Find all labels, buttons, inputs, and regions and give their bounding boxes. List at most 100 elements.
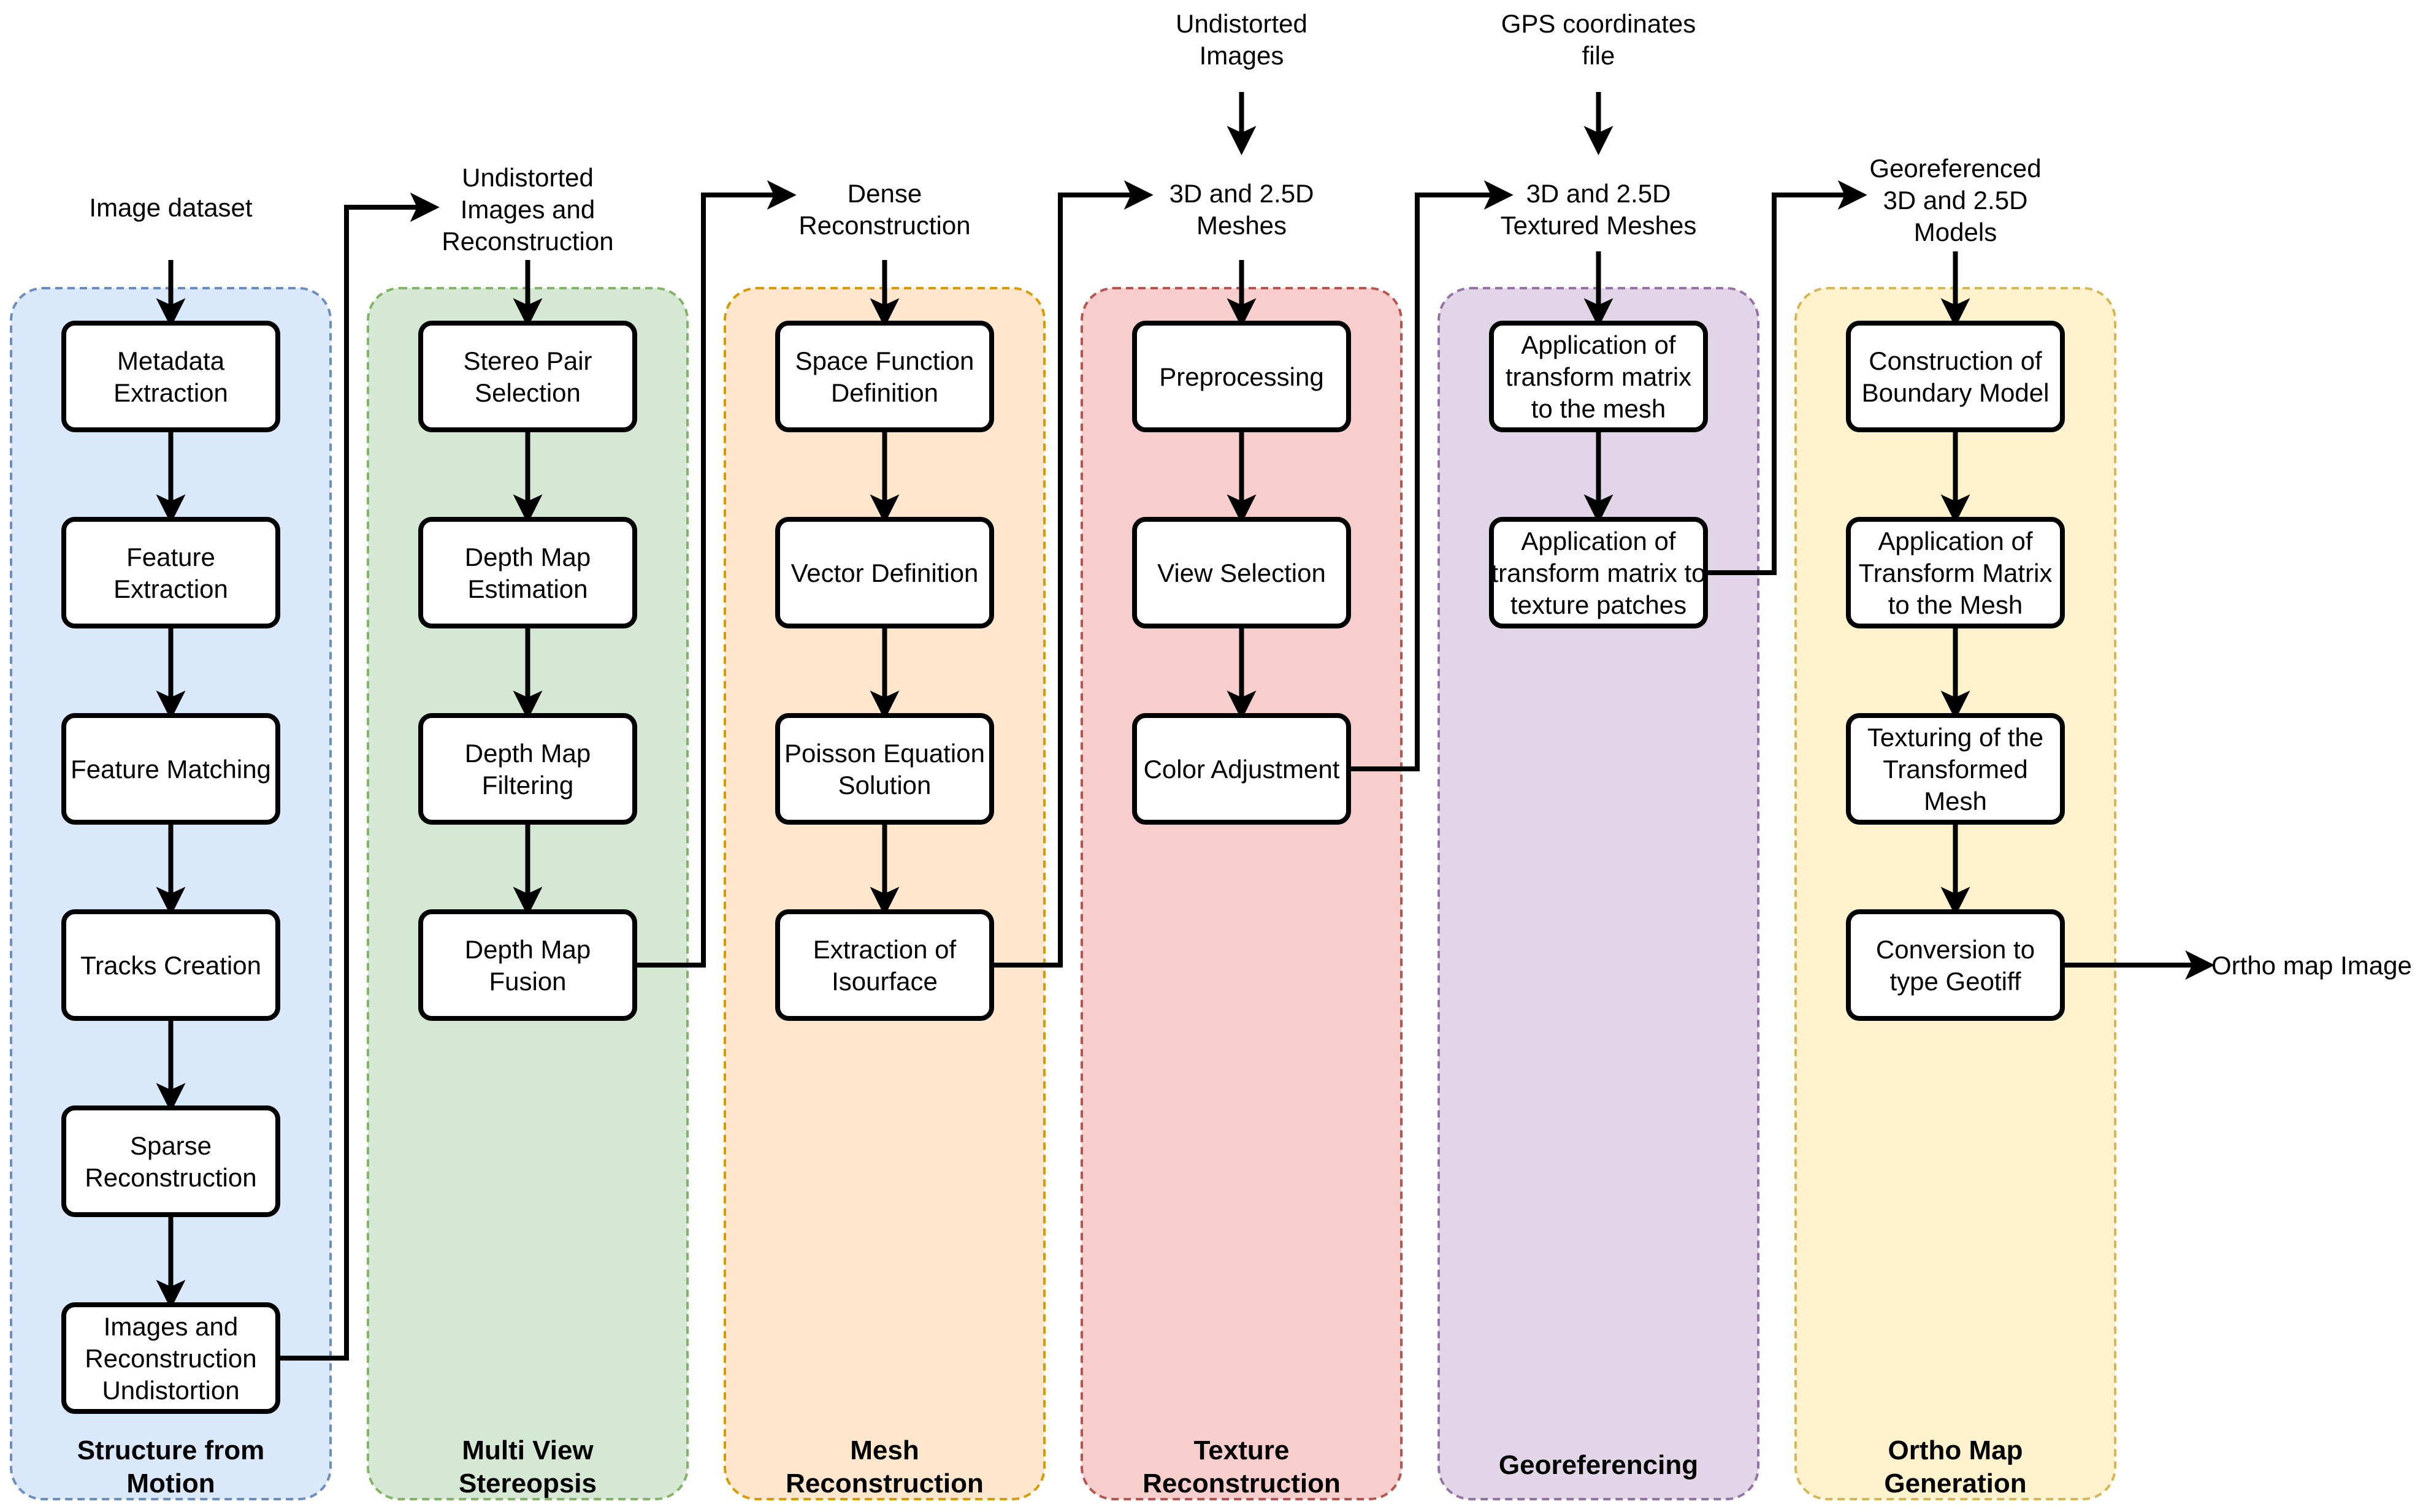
input-label-texture: 3D and 2.5D Meshes — [1169, 179, 1314, 240]
top-input-label-texture-line: Undistorted — [1176, 9, 1307, 38]
step-box-ortho-1: Construction of Boundary Model — [1846, 321, 2065, 432]
step-label: Conversion to type Geotiff — [1876, 935, 2035, 996]
step-label-line: Depth Map — [465, 739, 591, 768]
connector-geo-to-ortho — [1705, 180, 1867, 575]
connector-mesh-to-texture — [992, 180, 1154, 968]
step-label-line: Transform Matrix — [1859, 559, 2053, 587]
step-label-line: Reconstruction — [85, 1344, 256, 1373]
step-label-line: Preprocessing — [1159, 362, 1323, 391]
input-label-geo-line: Textured Meshes — [1501, 211, 1697, 240]
input-label-texture-line: 3D and 2.5D — [1169, 179, 1314, 208]
step-box-ortho-4: Conversion to type Geotiff — [1846, 909, 2065, 1021]
step-label: Tracks Creation — [80, 951, 261, 980]
input-label-ortho-line: 3D and 2.5D — [1883, 186, 2028, 215]
step-box-frame — [775, 517, 994, 628]
step-box-frame — [1489, 517, 1708, 628]
step-box-sfm-4: Tracks Creation — [61, 909, 280, 1021]
step-label-line: transform matrix to — [1491, 559, 1705, 587]
step-label-line: Transformed — [1883, 755, 2028, 784]
step-box-frame — [418, 321, 637, 432]
step-label-line: Stereo Pair — [463, 346, 592, 375]
step-label-line: Images and — [104, 1312, 238, 1341]
input-label-ortho-line: Models — [1914, 218, 1997, 246]
step-box-frame — [61, 321, 280, 432]
connector-mvs-to-mesh — [635, 180, 797, 968]
step-label-line: Selection — [475, 378, 581, 407]
input-label-mvs-line: Undistorted — [462, 163, 594, 192]
top-input-label-geo-line: file — [1582, 41, 1615, 70]
step-label-line: Application of — [1521, 527, 1675, 556]
step-label-line: Feature Matching — [71, 755, 271, 784]
step-box-texture-3: Color Adjustment — [1132, 713, 1351, 825]
step-box-frame — [1846, 713, 2065, 825]
step-label-line: Feature — [126, 543, 215, 571]
step-box-geo-1: Application of transform matrix to the mes… — [1489, 321, 1708, 432]
step-box-frame — [1846, 517, 2065, 628]
step-label-line: Sparse — [130, 1131, 212, 1160]
input-label-sfm: Image dataset — [89, 193, 253, 222]
step-label-line: Tracks Creation — [80, 951, 261, 980]
step-label-line: View Selection — [1157, 559, 1326, 587]
step-label-line: Space Function — [795, 346, 974, 375]
step-label-line: to the mesh — [1531, 394, 1666, 423]
top-input-label-geo-line: GPS coordinates — [1501, 9, 1696, 38]
step-label: Application of transform matrix to the mes… — [1506, 330, 1691, 423]
step-label-line: Application of — [1521, 330, 1675, 359]
step-box-frame — [61, 1302, 280, 1414]
lane-title-sfm-line: Structure from — [77, 1435, 265, 1465]
step-label-line: Depth Map — [465, 543, 591, 571]
lane-title-ortho-line: Generation — [1884, 1468, 2026, 1499]
lane-title-geo: Georeferencing — [1499, 1450, 1698, 1480]
step-box-texture-2: View Selection — [1132, 517, 1351, 628]
lane-title-sfm-line: Motion — [126, 1468, 215, 1499]
lane-title-mesh-line: Mesh — [850, 1435, 919, 1465]
step-box-frame — [775, 713, 994, 825]
step-label-line: transform matrix — [1506, 362, 1691, 391]
step-label-line: Boundary Model — [1862, 378, 2050, 407]
step-label-line: Conversion to — [1876, 935, 2035, 964]
lane-title-ortho-line: Ortho Map — [1888, 1435, 2023, 1465]
step-label: Color Adjustment — [1144, 755, 1340, 784]
step-box-frame — [1846, 909, 2065, 1021]
step-label: Preprocessing — [1159, 362, 1323, 391]
connector-texture-to-geo — [1349, 180, 1514, 771]
step-label-line: Construction of — [1869, 346, 2042, 375]
step-label-line: type Geotiff — [1889, 967, 2021, 996]
step-box-frame — [775, 321, 994, 432]
input-label-texture-line: Meshes — [1196, 211, 1287, 240]
step-label-line: Mesh — [1924, 787, 1987, 815]
step-box-frame — [61, 1105, 280, 1217]
top-input-label-texture-line: Images — [1200, 41, 1284, 70]
lane-title-texture-line: Texture — [1194, 1435, 1290, 1465]
step-label: View Selection — [1157, 559, 1326, 587]
step-label: Vector Definition — [791, 559, 979, 587]
step-label-line: Color Adjustment — [1144, 755, 1340, 784]
